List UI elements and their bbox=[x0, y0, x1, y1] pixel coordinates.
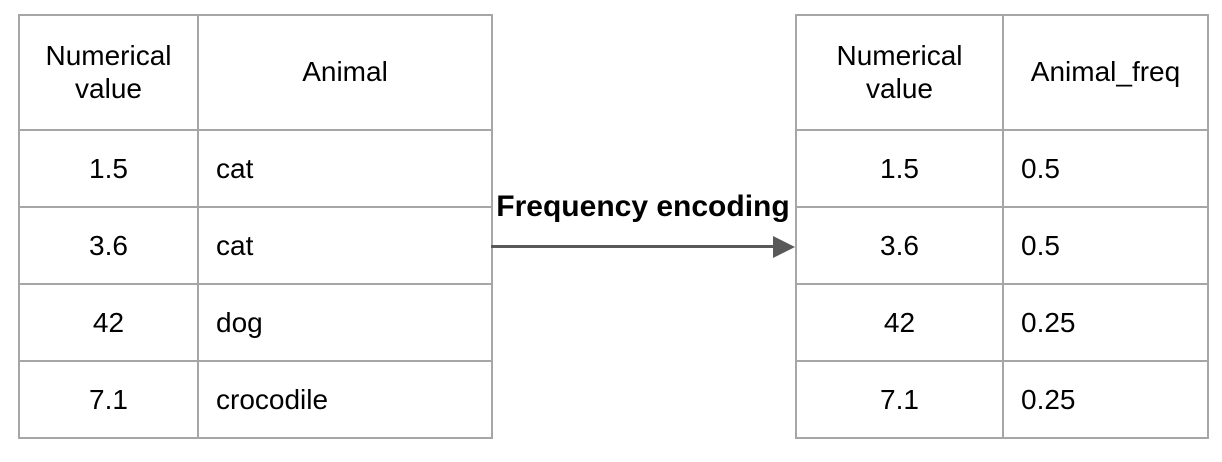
cell-numerical-value: 3.6 bbox=[795, 206, 1004, 285]
cell-animal-freq: 0.25 bbox=[1002, 283, 1209, 362]
column-header-animal-freq: Animal_freq bbox=[1002, 14, 1209, 131]
arrow-head-icon bbox=[773, 236, 795, 258]
encoded-data-table: Numerical value Animal_freq 1.5 0.5 3.6 … bbox=[795, 14, 1209, 439]
column-header-label: Animal bbox=[302, 56, 388, 88]
table-header-row: Numerical value Animal_freq bbox=[795, 14, 1209, 131]
arrow-label: Frequency encoding bbox=[496, 190, 790, 223]
cell-animal-freq: 0.25 bbox=[1002, 360, 1209, 439]
table-row: 7.1 crocodile bbox=[18, 360, 493, 439]
column-header-animal: Animal bbox=[197, 14, 493, 131]
column-header-numerical-value: Numerical value bbox=[18, 14, 199, 131]
column-header-label: Numerical value bbox=[45, 40, 172, 104]
table-row: 42 0.25 bbox=[795, 283, 1209, 362]
cell-numerical-value: 42 bbox=[795, 283, 1004, 362]
cell-animal: cat bbox=[197, 206, 493, 285]
table-row: 3.6 cat bbox=[18, 206, 493, 285]
cell-animal: crocodile bbox=[197, 360, 493, 439]
cell-animal: cat bbox=[197, 129, 493, 208]
cell-animal-freq: 0.5 bbox=[1002, 206, 1209, 285]
table-row: 42 dog bbox=[18, 283, 493, 362]
original-data-table: Numerical value Animal 1.5 cat 3.6 cat 4… bbox=[18, 14, 493, 439]
table-row: 3.6 0.5 bbox=[795, 206, 1209, 285]
cell-numerical-value: 7.1 bbox=[18, 360, 199, 439]
arrow-line bbox=[491, 245, 775, 248]
cell-animal-freq: 0.5 bbox=[1002, 129, 1209, 208]
table-row: 1.5 cat bbox=[18, 129, 493, 208]
column-header-label: Animal_freq bbox=[1030, 56, 1181, 88]
cell-numerical-value: 1.5 bbox=[18, 129, 199, 208]
column-header-numerical-value: Numerical value bbox=[795, 14, 1004, 131]
cell-numerical-value: 3.6 bbox=[18, 206, 199, 285]
cell-numerical-value: 1.5 bbox=[795, 129, 1004, 208]
cell-animal: dog bbox=[197, 283, 493, 362]
column-header-label: Numerical value bbox=[836, 40, 963, 104]
cell-numerical-value: 7.1 bbox=[795, 360, 1004, 439]
table-row: 1.5 0.5 bbox=[795, 129, 1209, 208]
table-row: 7.1 0.25 bbox=[795, 360, 1209, 439]
cell-numerical-value: 42 bbox=[18, 283, 199, 362]
table-header-row: Numerical value Animal bbox=[18, 14, 493, 131]
